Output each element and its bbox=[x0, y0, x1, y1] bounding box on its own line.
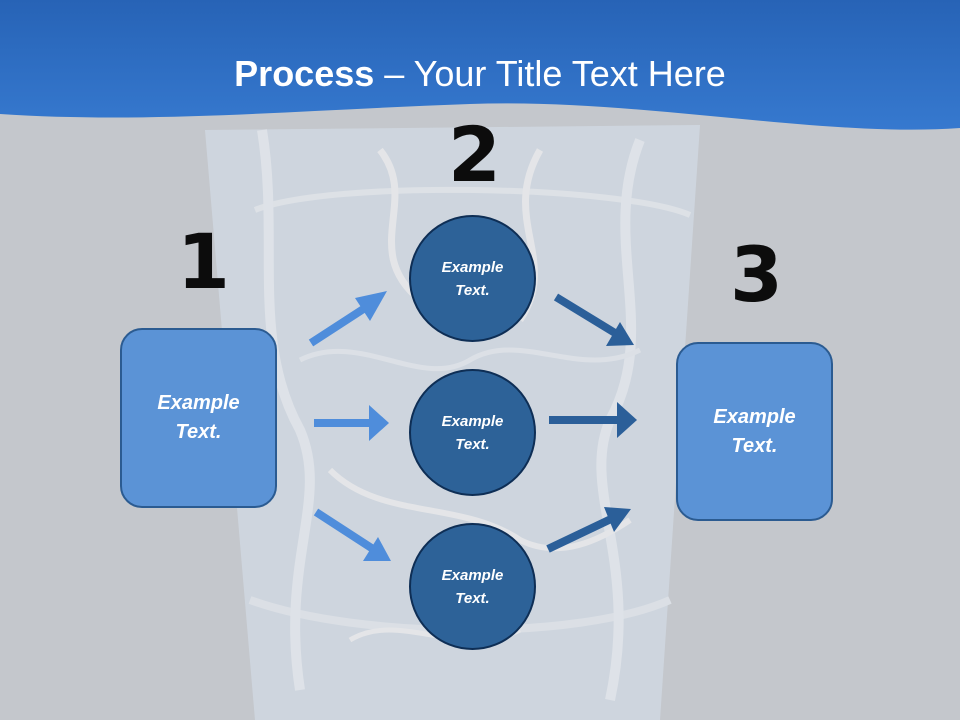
arrow-left-straight bbox=[314, 405, 389, 441]
step-2-circle-top-text: Example Text. bbox=[441, 258, 504, 299]
step-2-circle-bottom-text: Example Text. bbox=[441, 566, 504, 607]
arrow-right-up bbox=[546, 507, 631, 553]
arrows-left-group bbox=[308, 291, 391, 561]
step-number-3: 3 bbox=[730, 230, 783, 319]
step-2-circle-bottom: Example Text. bbox=[409, 523, 536, 650]
arrow-right-straight bbox=[549, 402, 637, 438]
step-2-circle-middle-text: Example Text. bbox=[441, 412, 504, 453]
step-number-2: 2 bbox=[448, 110, 501, 199]
step-3-text: Example Text. bbox=[713, 405, 796, 457]
step-1-box: Example Text. bbox=[120, 328, 277, 508]
arrows-right-group bbox=[546, 293, 637, 553]
title-rest: – Your Title Text Here bbox=[374, 53, 726, 94]
arrow-left-down bbox=[313, 508, 391, 561]
step-1-text: Example Text. bbox=[157, 392, 240, 443]
step-2-circle-top: Example Text. bbox=[409, 215, 536, 342]
slide-title: Process – Your Title Text Here bbox=[0, 52, 960, 96]
title-bold: Process bbox=[234, 53, 375, 94]
arrow-right-down bbox=[553, 293, 634, 346]
step-3-box: Example Text. bbox=[676, 342, 833, 521]
arrow-left-up bbox=[308, 291, 387, 347]
step-2-circle-middle: Example Text. bbox=[409, 369, 536, 496]
step-number-1: 1 bbox=[177, 217, 230, 306]
